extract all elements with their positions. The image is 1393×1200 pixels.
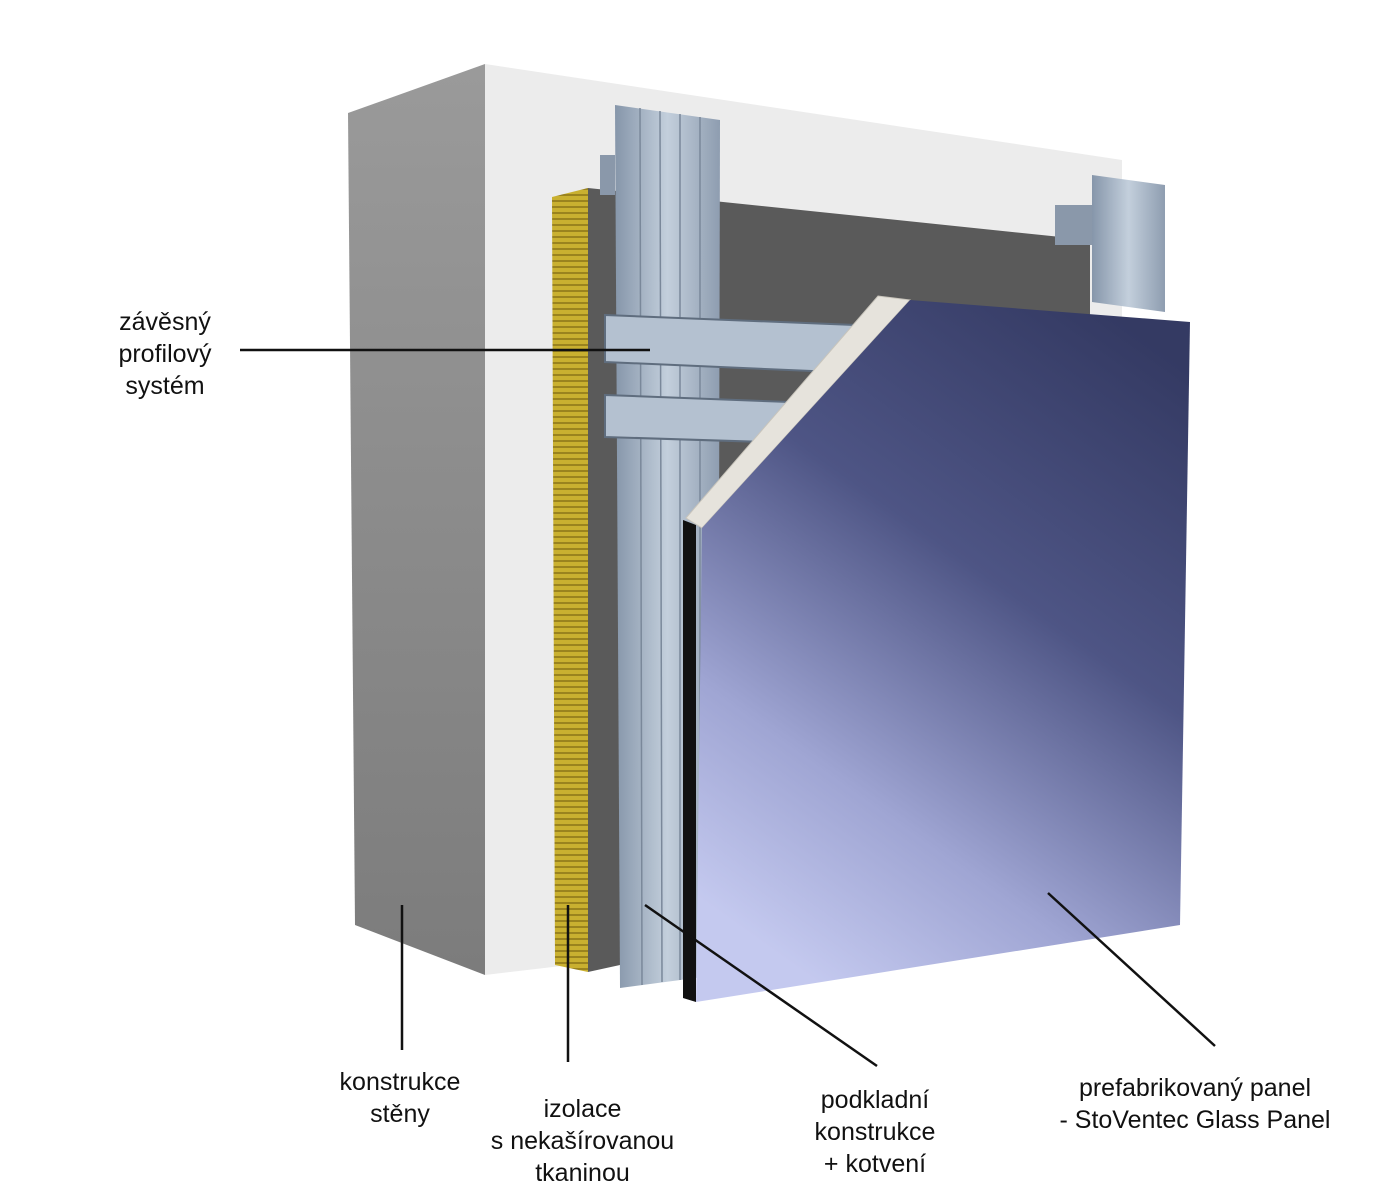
label-line: systém (125, 372, 205, 400)
label-line: konstrukce (339, 1068, 461, 1096)
label-line: + kotvení (823, 1150, 927, 1178)
label-insulation: izolace s nekašírovanou tkaninou (465, 1093, 700, 1189)
label-line: s nekašírovanou (490, 1127, 675, 1155)
panel-black-edge (683, 520, 696, 1002)
horizontal-rail-top (604, 313, 857, 374)
label-panel: prefabrikovaný panel - StoVentec Glass P… (1030, 1072, 1360, 1136)
vertical-rail-right (1092, 175, 1165, 312)
insulation-layer (552, 188, 588, 972)
label-wall-structure: konstrukce stěny (315, 1066, 485, 1130)
label-line: - StoVentec Glass Panel (1059, 1106, 1331, 1134)
bracket (600, 155, 615, 195)
label-line: závěsný (119, 308, 211, 336)
leader-lines (240, 348, 1216, 1068)
label-line: stěny (370, 1100, 430, 1128)
label-line: izolace (543, 1095, 622, 1123)
glass-panel (696, 300, 1190, 1002)
label-line: profilový (118, 340, 212, 368)
label-line: prefabrikovaný panel (1078, 1074, 1312, 1102)
label-line: konstrukce (814, 1118, 936, 1146)
label-substructure: podkladní konstrukce + kotvení (790, 1084, 960, 1180)
wall-side-face (348, 64, 485, 975)
label-line: tkaninou (535, 1159, 630, 1187)
bracket-right (1055, 205, 1092, 245)
label-profile-system: závěsný profilový systém (100, 306, 230, 402)
label-line: podkladní (820, 1086, 930, 1114)
